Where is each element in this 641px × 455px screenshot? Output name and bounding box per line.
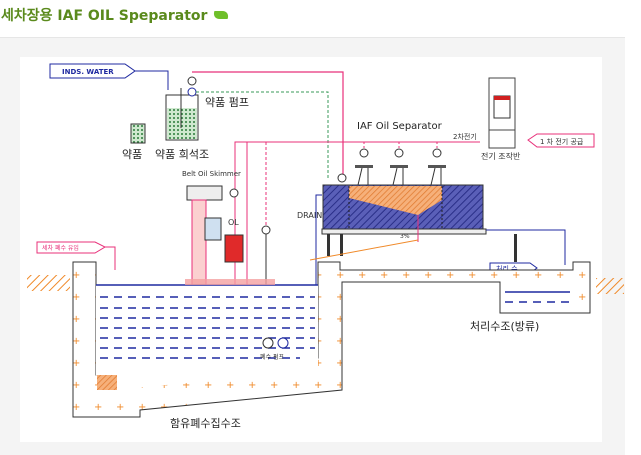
- chemical-dilution-tank: [130, 76, 199, 144]
- control-panel-label: 전기 조작반: [481, 151, 521, 161]
- treated-tank-label: 처리수조(방류): [470, 320, 539, 333]
- chem-pump-label: 약품 펌프: [205, 95, 249, 109]
- secondary-power-label: 2차전기: [453, 132, 477, 141]
- inds-water-inlet: INDS. WATER: [49, 63, 169, 90]
- svg-text:1 차 전기 공급: 1 차 전기 공급: [540, 137, 584, 146]
- ground-hatch: [27, 275, 70, 291]
- iaf-oil-separator: [321, 148, 517, 262]
- slope-label: 3%: [400, 233, 410, 240]
- separator-label: IAF Oil Separator: [357, 121, 443, 132]
- chem-label: 약품: [122, 147, 142, 161]
- svg-text:폐수 펌프: 폐수 펌프: [260, 353, 284, 361]
- ground-hatch: [596, 278, 624, 294]
- svg-text:세차 폐수 유입: 세차 폐수 유입: [42, 244, 79, 252]
- svg-text:처리 수: 처리 수: [496, 264, 518, 273]
- ol-label: OL: [228, 218, 239, 227]
- treated-water-tank: [502, 282, 573, 312]
- gauge-icon: [187, 76, 197, 86]
- title-text: 세차장용 IAF OIL Speparator: [1, 8, 208, 24]
- collection-tank-label: 함유폐수집수조: [170, 417, 241, 430]
- chemical-bottle-icon: [130, 123, 146, 144]
- electric-control-panel: [488, 77, 516, 149]
- svg-text:INDS. WATER: INDS. WATER: [62, 68, 114, 76]
- chem-tank-label: 약품 희석조: [155, 147, 209, 161]
- page-title: 세차장용 IAF OIL Speparator: [1, 5, 231, 25]
- waste-pump: 폐수 펌프: [260, 337, 289, 361]
- collection-tank: [72, 261, 591, 418]
- wastewater-inflow-tag: 세차 폐수 유입: [36, 241, 116, 270]
- drain-label: DRAIN: [297, 211, 322, 220]
- skimmer-label: Belt Oil Skimmer: [182, 170, 241, 178]
- primary-power-tag: 1 차 전기 공급: [527, 133, 595, 148]
- pump-icon: [187, 87, 197, 97]
